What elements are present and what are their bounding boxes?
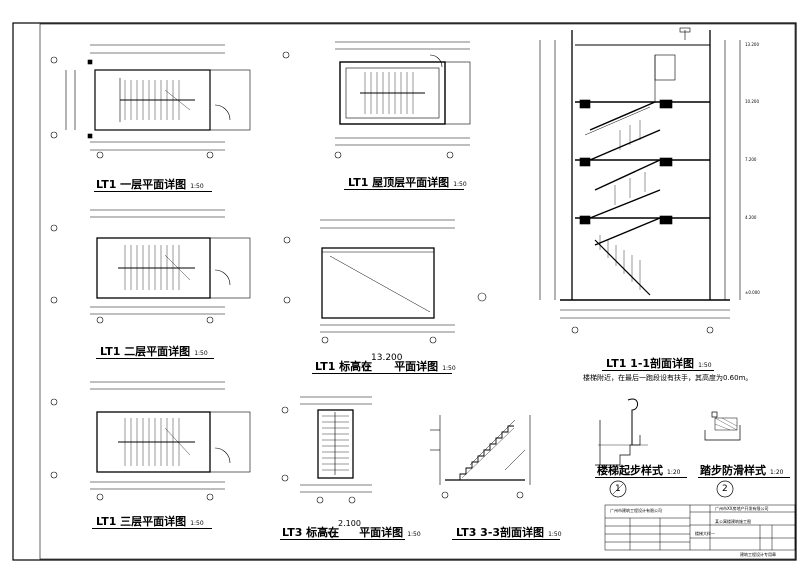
title-scale: 1:20 <box>770 469 784 476</box>
title-scale: 1:20 <box>667 469 681 476</box>
title-text: LT1 标高在 <box>315 360 373 373</box>
title-text: LT3 标高在 <box>282 526 340 539</box>
title-scale: 1:50 <box>190 520 204 527</box>
plan-lt3-2100 <box>281 396 372 504</box>
detail-mark-1: 1 <box>615 484 621 494</box>
title-text: 楼梯起步样式 <box>597 464 663 477</box>
section-lt1-1-1 <box>539 27 741 334</box>
title-text: LT1 屋顶层平面详图 <box>348 176 450 189</box>
title-underline <box>280 539 405 540</box>
title-scale: 1:50 <box>442 365 456 372</box>
title-underline <box>312 373 452 374</box>
plan-lt1-floor3 <box>50 381 251 501</box>
plan-lt1-roof <box>282 41 471 159</box>
section-note: 楼梯附近，在最后一跑段设有扶手，其高度为0.60m。 <box>583 374 753 382</box>
elevation-label: 13.200 <box>745 42 759 47</box>
title-stair-start: 楼梯起步样式 1:20 <box>597 462 680 478</box>
title-underline <box>96 358 214 359</box>
title-step-antislip: 踏步防滑样式 1:20 <box>700 462 783 478</box>
title-block-project: 某公寓楼建筑施工图 <box>715 519 751 524</box>
title-text: 踏步防滑样式 <box>700 464 766 477</box>
plan-lt1-floor2 <box>50 209 251 324</box>
title-text: 平面详图 <box>394 360 439 373</box>
title-block-drawing: 楼梯大样一 <box>695 531 715 536</box>
title-text: LT1 一层平面详图 <box>96 178 187 191</box>
elevation-label: 4.200 <box>745 215 757 220</box>
title-scale: 1:50 <box>190 183 204 190</box>
title-scale: 1:50 <box>194 350 208 357</box>
detail-mark-2: 2 <box>722 484 728 494</box>
title-underline <box>94 191 212 192</box>
title-block-client: 广州市XX房地产开发有限公司 <box>715 506 769 511</box>
title-block <box>604 504 796 551</box>
title-text: LT3 3-3剖面详图 <box>456 526 545 539</box>
elevation-label: 10.200 <box>745 99 759 104</box>
title-text: LT1 1-1剖面详图 <box>606 357 695 370</box>
title-underline <box>344 189 464 190</box>
title-underline <box>452 539 560 540</box>
title-underline <box>92 528 212 529</box>
plan-lt1-13200 <box>283 219 487 344</box>
detail-stair-start <box>595 398 648 498</box>
title-scale: 1:50 <box>698 362 712 369</box>
detail-step-antislip <box>704 411 741 498</box>
section-lt3-3-3 <box>430 415 531 499</box>
title-scale: 1:50 <box>407 531 421 538</box>
title-text: LT1 二层平面详图 <box>100 345 191 358</box>
title-underline <box>602 370 714 371</box>
title-scale: 1:50 <box>548 531 562 538</box>
elevation-label: ±0.000 <box>745 290 760 295</box>
title-underline <box>595 477 687 478</box>
elevation-value: 13.200 <box>371 353 403 363</box>
title-block-company: 广州市建筑工程设计有限公司 <box>610 508 662 513</box>
title-text: LT1 三层平面详图 <box>96 515 187 528</box>
plan-lt1-floor1 <box>50 44 251 159</box>
title-text: 平面详图 <box>359 526 404 539</box>
elevation-label: 7.200 <box>745 157 757 162</box>
title-scale: 1:50 <box>453 181 467 188</box>
elevation-value: 2.100 <box>338 519 361 528</box>
title-block-footer: 建筑工程设计专用章 <box>740 552 776 557</box>
title-underline <box>698 477 790 478</box>
